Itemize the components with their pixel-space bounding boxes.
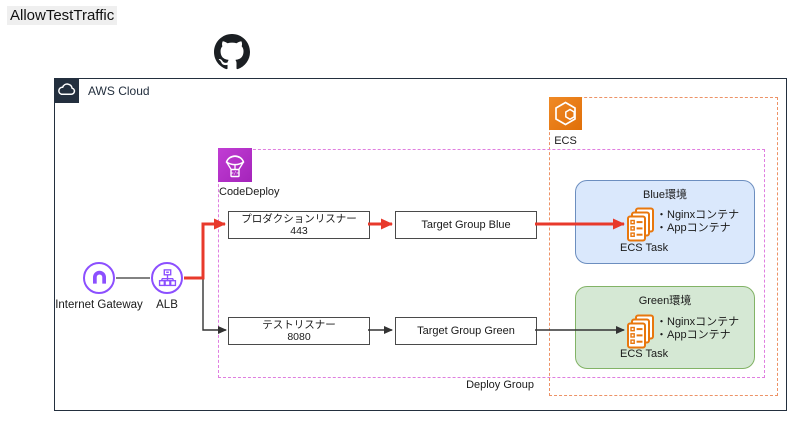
target-group-green-label: Target Group Green [417, 325, 515, 337]
deploy-group-label: Deploy Group [466, 379, 534, 391]
green-containers-list: ・Nginxコンテナ ・Appコンテナ [656, 316, 739, 342]
target-group-green-node: Target Group Green [395, 317, 537, 345]
ecs-service-icon [549, 97, 582, 130]
ecs-group-label: ECS [554, 135, 577, 147]
blue-containers-list: ・Nginxコンテナ ・Appコンテナ [656, 209, 739, 235]
ecs-group-boundary [549, 97, 778, 396]
green-container-app: ・Appコンテナ [656, 329, 731, 341]
aws-cloud-icon [54, 78, 79, 103]
green-ecs-task-label: ECS Task [620, 348, 669, 360]
green-container-nginx: ・Nginxコンテナ [656, 316, 740, 328]
blue-container-app: ・Appコンテナ [656, 222, 731, 234]
alb-label: ALB [156, 299, 178, 311]
aws-cloud-group [54, 78, 787, 411]
green-environment-title: Green環境 [638, 295, 692, 307]
page-title: AllowTestTraffic [7, 6, 118, 25]
production-listener-node: プロダクションリスナー 443 [228, 211, 370, 239]
svg-text:</>: </> [231, 171, 240, 177]
production-listener-label: プロダクションリスナー [241, 213, 357, 225]
blue-ecs-task-label: ECS Task [620, 242, 669, 254]
ecs-task-icon-green [627, 314, 655, 354]
internet-gateway-label: Internet Gateway [55, 299, 143, 311]
blue-environment-box: Blue環境 [575, 180, 755, 264]
aws-cloud-label: AWS Cloud [88, 84, 150, 98]
alb-icon [151, 262, 183, 294]
internet-gateway-icon [83, 262, 115, 294]
github-icon [214, 34, 250, 70]
codedeploy-icon: </> [218, 148, 252, 182]
codedeploy-group-label: CodeDeploy [219, 186, 280, 198]
test-listener-node: テストリスナー 8080 [228, 317, 370, 345]
blue-container-nginx: ・Nginxコンテナ [656, 209, 740, 221]
green-environment-box: Green環境 [575, 286, 755, 369]
test-listener-label: テストリスナー [262, 319, 336, 331]
test-listener-port: 8080 [287, 331, 311, 343]
ecs-task-icon-blue [627, 207, 655, 247]
target-group-blue-label: Target Group Blue [421, 219, 511, 231]
production-listener-port: 443 [290, 225, 308, 237]
target-group-blue-node: Target Group Blue [395, 211, 537, 239]
blue-environment-title: Blue環境 [642, 189, 688, 201]
